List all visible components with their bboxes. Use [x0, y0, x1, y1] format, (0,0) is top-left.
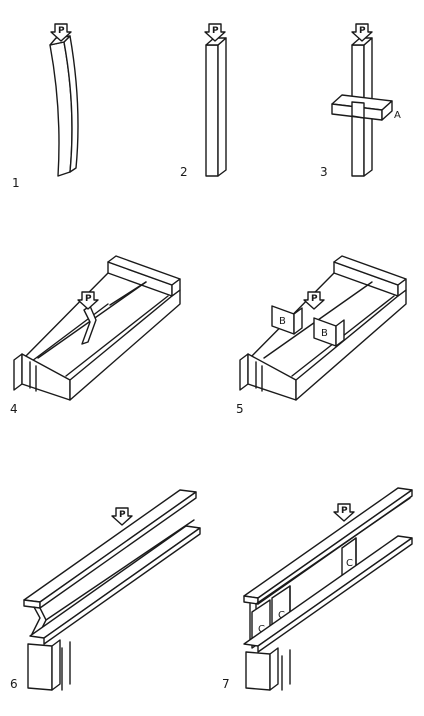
load-arrow-6: P: [111, 507, 133, 526]
load-label-4: P: [85, 294, 92, 304]
load-arrow-4: P: [77, 291, 99, 310]
figure-7-stiffened-i-beam: C C C P 7: [222, 487, 413, 691]
figure-3-braced-column: A P 3: [320, 23, 401, 179]
load-label-7: P: [341, 506, 348, 516]
figure-number-5: 5: [236, 402, 244, 416]
load-label-3: P: [359, 26, 366, 36]
load-label-6: P: [119, 510, 126, 520]
stiffener-label-b-1: B: [279, 316, 286, 327]
figure-2-straight-column: P 2: [180, 23, 227, 179]
figure-6-buckled-i-beam: P 6: [10, 489, 201, 691]
figure-number-1: 1: [12, 176, 20, 190]
figure-5-stiffened-channel: B B P 5: [236, 255, 407, 416]
stiffener-label-a: A: [394, 110, 401, 121]
load-label-5: P: [311, 294, 318, 304]
figure-number-3: 3: [320, 165, 328, 179]
figure-number-2: 2: [180, 165, 188, 179]
load-arrow-3: P: [351, 23, 373, 42]
figure-1-buckled-column: P 1: [12, 23, 79, 190]
figure-number-4: 4: [10, 402, 18, 416]
stiffener-b-right: [313, 317, 345, 347]
stiffener-label-c-3: C: [346, 558, 353, 569]
load-arrow-5: P: [303, 291, 325, 310]
stiffener-label-c-1: C: [258, 624, 265, 635]
load-arrow-1: P: [50, 23, 72, 42]
load-label-1: P: [58, 26, 65, 36]
load-arrow-7: P: [333, 503, 355, 522]
load-label-2: P: [212, 26, 219, 36]
figure-number-6: 6: [10, 677, 18, 691]
figure-number-7: 7: [222, 677, 230, 691]
stiffener-label-b-2: B: [321, 328, 328, 339]
load-arrow-2: P: [204, 23, 226, 42]
stiffener-b-left: [271, 305, 303, 335]
figure-4-buckled-channel: P 4: [10, 255, 181, 416]
stiffener-label-c-2: C: [278, 610, 285, 621]
stiffener-a: [331, 94, 393, 121]
